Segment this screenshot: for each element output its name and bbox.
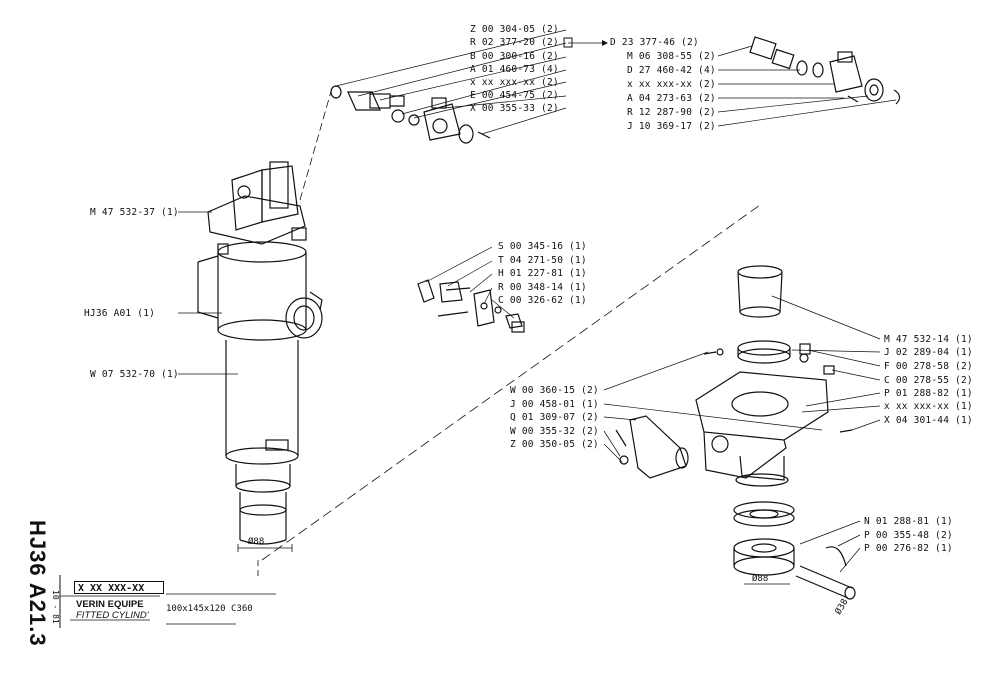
part-label: R 02 377-20 (2)	[470, 37, 559, 48]
part-label: D 23 377-46 (2)	[610, 37, 699, 48]
housing-assembly	[615, 265, 856, 600]
part-label: T 04 271-50 (1)	[498, 255, 587, 266]
drawing-date: 10 - 81	[51, 590, 60, 624]
part-label: Z 00 304-05 (2)	[470, 24, 559, 35]
part-label: J 00 458-01 (1)	[510, 399, 599, 410]
part-name-english: FITTED CYLIND'	[76, 610, 149, 621]
part-label: Z 00 350-05 (2)	[510, 439, 599, 450]
part-name-french: VERIN EQUIPE	[76, 599, 144, 610]
drawing-code: HJ36 A21.3	[25, 520, 50, 647]
part-label: M 47 532-37 (1)	[90, 207, 179, 218]
part-label: J 10 369-17 (2)	[627, 121, 716, 132]
part-reference-box: X XX XXX-XX	[74, 581, 164, 594]
part-label: A 04 273-63 (2)	[627, 93, 716, 104]
cylinder-assembly	[197, 161, 323, 552]
part-label: M 47 532-14 (1)	[884, 334, 973, 345]
part-label: E 00 454-75 (2)	[470, 90, 559, 101]
part-label: x xx xxx-xx (2)	[627, 79, 716, 90]
part-label: S 00 345-16 (1)	[498, 241, 587, 252]
part-label: W 00 355-32 (2)	[510, 426, 599, 437]
part-label: X 00 355-33 (2)	[470, 103, 559, 114]
part-label: P 00 355-48 (2)	[864, 530, 953, 541]
part-label: P 00 276-82 (1)	[864, 543, 953, 554]
part-label: M 06 308-55 (2)	[627, 51, 716, 62]
part-label: Q 01 309-07 (2)	[510, 412, 599, 423]
part-label: F 00 278-58 (2)	[884, 361, 973, 372]
part-label: J 02 289-04 (1)	[884, 347, 973, 358]
fitting-group-right	[749, 36, 901, 105]
part-label: B 00 300-16 (2)	[470, 51, 559, 62]
part-label: C 00 326-62 (1)	[498, 295, 587, 306]
part-label: H 01 227-81 (1)	[498, 268, 587, 279]
part-label: P 01 288-82 (1)	[884, 388, 973, 399]
part-label: A 01 460-73 (4)	[470, 64, 559, 75]
part-label: R 00 348-14 (1)	[498, 282, 587, 293]
part-label: N 01 288-81 (1)	[864, 516, 953, 527]
part-label: C 00 278-55 (2)	[884, 375, 973, 386]
dimension-label: Ø88	[752, 574, 769, 584]
dimension-label: Ø88	[248, 537, 265, 547]
part-label: W 07 532-70 (1)	[90, 369, 179, 380]
part-label: HJ36 A01 (1)	[84, 308, 156, 319]
part-label: W 00 360-15 (2)	[510, 385, 599, 396]
leader-lines	[178, 29, 897, 573]
part-label: R 12 287-90 (2)	[627, 107, 716, 118]
pin-parts-middle	[417, 279, 525, 333]
part-label: X 04 301-44 (1)	[884, 415, 973, 426]
part-label: x xx xxx-xx (1)	[884, 401, 973, 412]
part-specification: 100x145x120 C360	[166, 604, 253, 614]
part-label: D 27 460-42 (4)	[627, 65, 716, 76]
fitting-group-left	[330, 85, 491, 144]
part-label: x xx xxx-xx (2)	[470, 77, 559, 88]
